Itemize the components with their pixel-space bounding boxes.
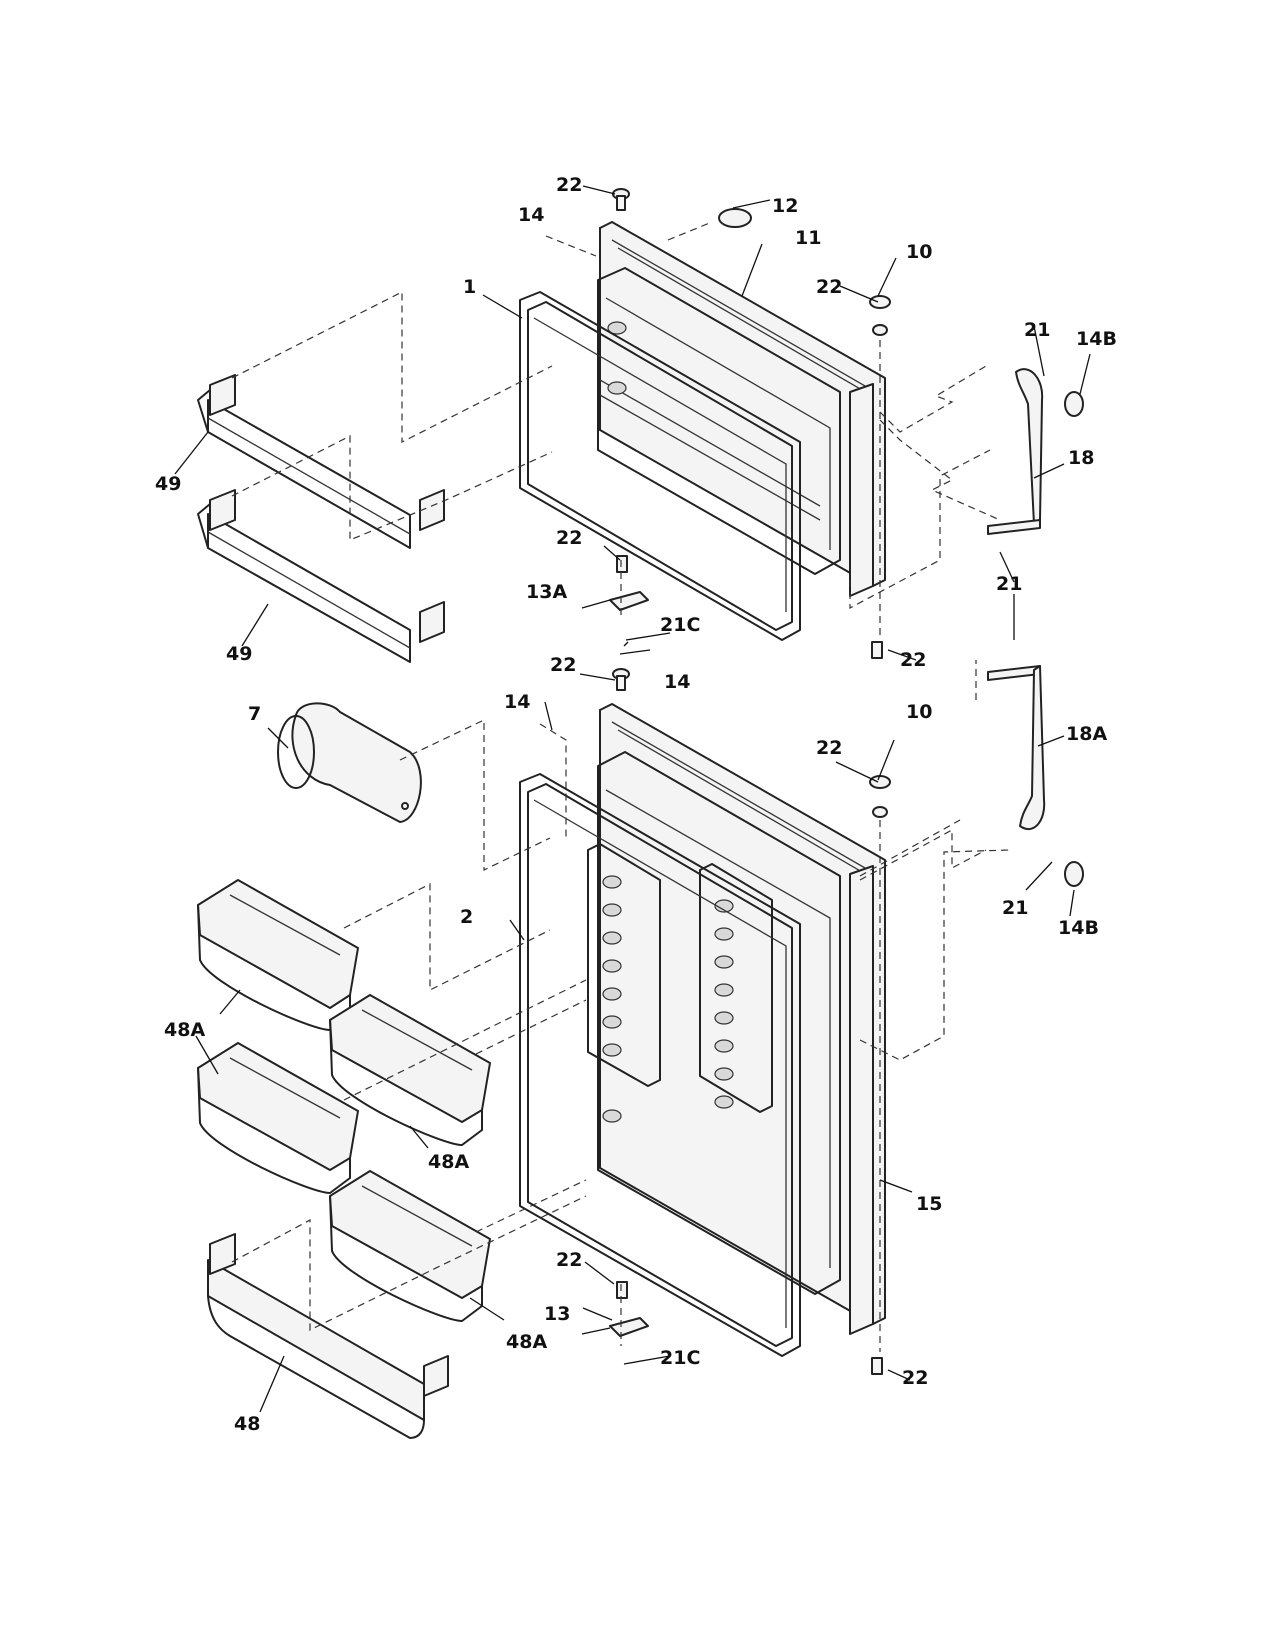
door-shelf-49-upper	[197, 374, 445, 549]
fresh-food-handle-18a	[987, 665, 1046, 830]
label-48a: 48A	[506, 1331, 547, 1353]
part-labels: 22 12 14 11 10 22 1 21 14B 18 49 22 13A …	[155, 174, 1117, 1435]
label-22: 22	[550, 654, 576, 676]
label-13: 13	[544, 1303, 570, 1325]
door-bin-48a-1	[197, 879, 359, 1031]
label-15: 15	[916, 1193, 942, 1215]
door-shelf-48	[207, 1233, 449, 1439]
label-7: 7	[248, 703, 261, 725]
label-18a: 18A	[1066, 723, 1107, 745]
label-21: 21	[1002, 897, 1028, 919]
label-13a: 13A	[526, 581, 567, 603]
label-48: 48	[234, 1413, 260, 1435]
label-14: 14	[504, 691, 530, 713]
label-22: 22	[816, 276, 842, 298]
label-22: 22	[900, 649, 926, 671]
label-1: 1	[463, 276, 476, 298]
label-21c: 21C	[660, 1347, 700, 1369]
shelf-bumps	[602, 875, 734, 1123]
label-22: 22	[556, 1249, 582, 1271]
label-14: 14	[664, 671, 690, 693]
label-12: 12	[772, 195, 798, 217]
door-bin-48a-4	[329, 1170, 491, 1322]
label-21c: 21C	[660, 614, 700, 636]
label-2: 2	[460, 906, 473, 928]
label-21: 21	[1024, 319, 1050, 341]
fresh-food-gasket-2	[519, 773, 801, 1357]
freezer-handle-18	[987, 368, 1044, 535]
door-shelf-49-lower	[197, 489, 445, 663]
label-21: 21	[996, 573, 1022, 595]
label-22: 22	[816, 737, 842, 759]
door-bin-48a-2	[329, 994, 491, 1146]
freezer-door-11	[597, 221, 886, 597]
label-10: 10	[906, 701, 932, 723]
hardware	[609, 188, 1084, 1375]
label-14: 14	[518, 204, 544, 226]
assembly-lines	[231, 221, 1011, 1352]
butter-bin-7	[277, 702, 422, 823]
door-bin-48a-3	[197, 1042, 359, 1194]
label-14b: 14B	[1076, 328, 1117, 350]
label-22: 22	[902, 1367, 928, 1389]
fresh-food-door-15	[587, 703, 886, 1335]
label-18: 18	[1068, 447, 1094, 469]
label-48a: 48A	[164, 1019, 205, 1041]
leader-lines	[174, 185, 1091, 1413]
label-22: 22	[556, 527, 582, 549]
label-10: 10	[906, 241, 932, 263]
freezer-gasket-1	[519, 291, 801, 641]
label-49: 49	[226, 643, 252, 665]
label-22: 22	[556, 174, 582, 196]
label-48a: 48A	[428, 1151, 469, 1173]
label-14b: 14B	[1058, 917, 1099, 939]
label-49: 49	[155, 473, 181, 495]
label-11: 11	[795, 227, 821, 249]
